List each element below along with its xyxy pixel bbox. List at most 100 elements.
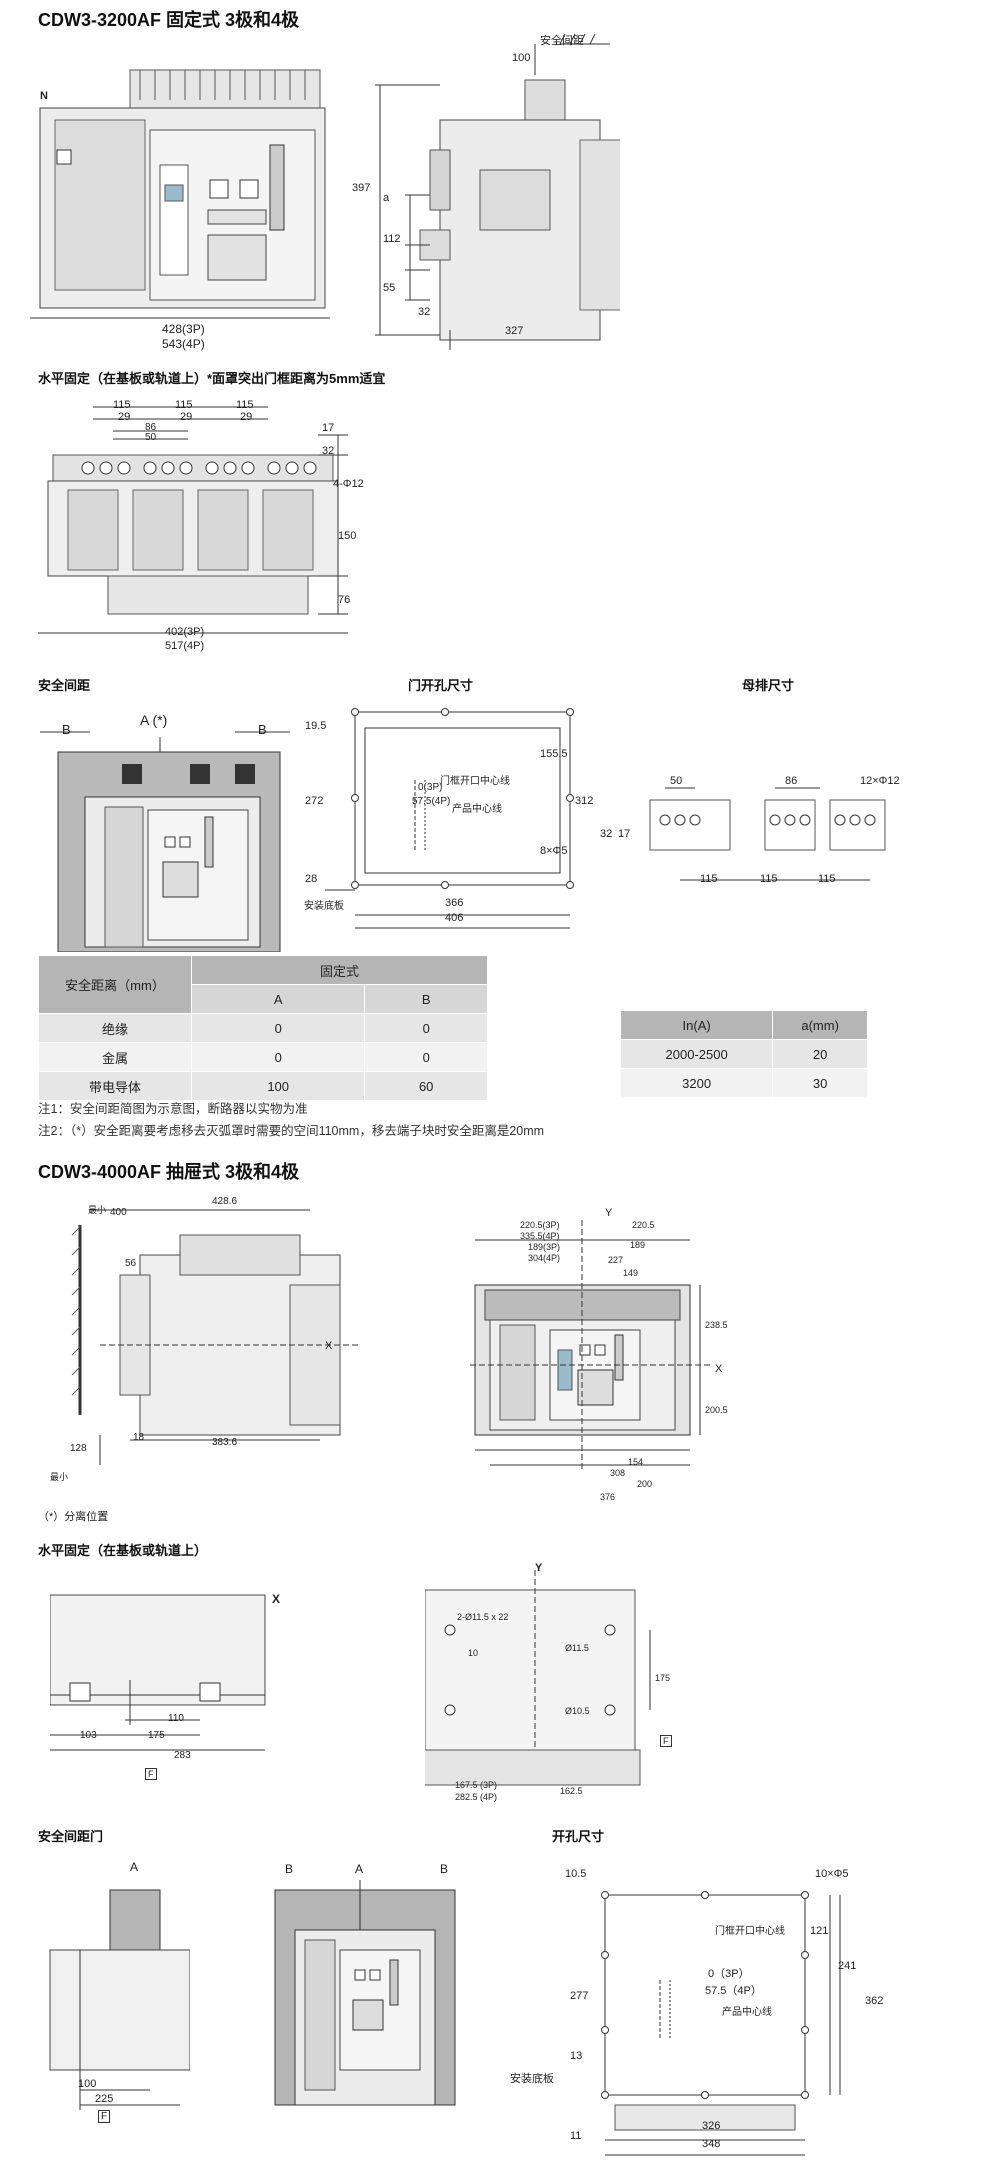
dim-543-4p: 543(4P) [162,337,205,351]
dim-55: 55 [383,282,396,294]
cut-note-door-center: 门框开口中心线 [440,776,510,787]
clearance-table: 安全距离（mm） 固定式 A B 绝缘 0 0 金属 0 0 带电导体 100 … [38,955,488,1101]
bus-dim-86: 86 [785,775,798,787]
df-dim-220-r: 220.5 [632,1220,655,1230]
cut-dim-312: 312 [575,795,594,807]
clearance-b-right: B [258,722,267,737]
df-dim-154: 154 [628,1457,644,1467]
m-dim-50: 50 [145,432,157,443]
ds-dim-128: 128 [70,1443,87,1454]
door-dim-225: 225 [95,2093,114,2105]
door-front-marker: F [98,2110,111,2123]
cut-dim-366: 366 [445,897,464,909]
row-b: 60 [364,1071,488,1101]
bus-dim-50: 50 [670,775,683,787]
m-dim-4phi12: 4-Φ12 [333,478,364,490]
neutral-label: N [40,90,48,102]
dim-100: 100 [512,52,531,64]
section-title-4000: CDW3-4000AF 抽屉式 3极和4极 [38,1162,300,1182]
dm-dim-175: 175 [148,1730,165,1741]
row-name: 金属 [38,1042,192,1072]
door-cutout-title: 门开孔尺寸 [408,678,474,693]
row-a: 20 [772,1039,868,1069]
clearance-a: A (*) [140,712,168,728]
cut-base-plate: 安装底板 [304,901,344,912]
df-dim-304-4p: 304(4P) [528,1253,561,1263]
df-dim-308: 308 [610,1468,626,1478]
drawout-cutout-title: 开孔尺寸 [552,1829,605,1844]
df-axis-x: X [715,1363,723,1375]
dm-dim-175-v: 175 [655,1673,671,1683]
df-dim-335-4p: 335.5(4P) [520,1231,560,1241]
table-row: 带电导体 100 60 [38,1071,488,1101]
table-row: 金属 0 0 [38,1042,488,1072]
door-a-label: A [130,1860,139,1874]
busbar-title: 母排尺寸 [742,678,795,693]
ds-note-separation: （*）分离位置 [38,1511,109,1523]
df-dim-200: 200 [637,1479,653,1489]
dm-dim-110: 110 [168,1713,184,1724]
dm-dim-103: 103 [80,1730,97,1741]
dm-hole-11-5: Ø11.5 [565,1643,589,1653]
df-dim-200-5: 200.5 [705,1405,728,1415]
m-dim-115b: 115 [175,399,193,411]
dm-axis-y: Y [535,1562,543,1574]
door-clearance-side [49,1889,190,2110]
row-name: 绝缘 [38,1013,192,1043]
front-view-3200 [30,69,330,319]
bus-dim-17: 17 [618,828,631,840]
ds-dim-383-6: 383.6 [212,1437,238,1448]
door-b-right: B [440,1862,449,1876]
ds-dim-428-6: 428.6 [212,1196,238,1207]
drawout-side-view [71,1209,360,1465]
bus-dim-115b: 115 [760,873,778,885]
cut-note-0-3p: 0(3P) [418,782,443,793]
row-a: 30 [772,1068,868,1098]
current-table: In(A) a(mm) 2000-2500 20 3200 30 [619,1010,868,1098]
m-dim-32: 32 [322,445,335,457]
drawout-front-view [470,1220,710,1470]
clearance-table-col-b: B [364,984,488,1014]
drawout-mount-top [425,1570,651,1786]
m-dim-86: 86 [145,422,157,433]
m-dim-29b: 29 [180,411,193,423]
ds-dim-18: 18 [133,1432,145,1443]
ds-dim-400: 400 [110,1207,127,1218]
m-dim-517-4p: 517(4P) [165,640,205,652]
table-row: 2000-2500 20 [619,1039,868,1069]
current-table-h1: In(A) [619,1010,774,1040]
cut-dim-155-5: 155.5 [540,748,568,760]
m-dim-150: 150 [338,530,357,542]
clearance-label: 安全间距 [540,35,584,47]
row-a: 0 [190,1013,366,1043]
min-label-bottom: 最小 [50,1472,69,1482]
row-a: 100 [190,1071,366,1101]
busbar-view [649,787,886,881]
dm-dim-282-4p: 282.5 (4P) [455,1792,498,1802]
dc-dim-241: 241 [838,1960,857,1972]
dc-dim-121: 121 [810,1925,829,1937]
bus-dim-115a: 115 [700,873,718,885]
dm-axis-x: X [272,1592,281,1606]
table-row: 绝缘 0 0 [38,1013,488,1043]
dm-hole-slot: 2-Ø11.5 x 22 [457,1612,509,1622]
m-dim-115a: 115 [113,399,131,411]
dc-dim-11: 11 [570,2130,582,2142]
dc-base-plate: 安装底板 [510,2073,554,2085]
dim-112: 112 [383,233,401,245]
clearance-view [40,731,290,952]
dc-dim-10phi5: 10×Φ5 [815,1868,849,1880]
df-dim-149: 149 [623,1268,639,1278]
row-b: 0 [364,1042,488,1072]
bus-dim-115c: 115 [818,873,836,885]
m-dim-402-3p: 402(3P) [165,626,205,638]
df-dim-220-3p: 220.5(3P) [520,1220,560,1230]
dm-hole-10-5: Ø10.5 [565,1706,590,1716]
df-dim-189-r: 189 [630,1240,646,1250]
dc-dim-326: 326 [702,2120,721,2132]
m-dim-29a: 29 [118,411,131,423]
clearance-title: 安全间距 [38,678,91,693]
bus-dim-32: 32 [600,828,613,840]
clearance-b-left: B [62,722,71,737]
mount-title-3200: 水平固定（在基板或轨道上）*面罩突出门框距离为5mm适宜 [38,371,386,386]
